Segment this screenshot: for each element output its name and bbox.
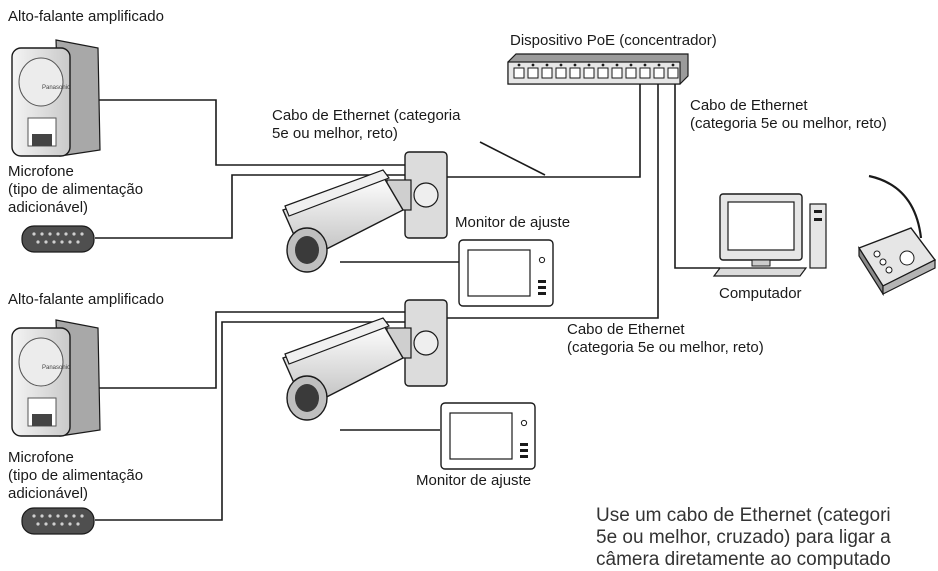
computer-label: Computador — [719, 285, 802, 302]
speaker-brand-top: Panasonic — [42, 85, 70, 91]
speaker-brand-bottom: Panasonic — [42, 365, 70, 371]
setup-monitor-label-top: Monitor de ajuste — [455, 214, 571, 231]
speaker-icon — [11, 319, 101, 437]
monitor-icon — [458, 239, 554, 307]
ethernet-label-1-leader — [479, 141, 546, 176]
poe-hub-icon — [507, 53, 689, 85]
speaker-label-bottom: Alto-falante amplificado — [8, 291, 164, 308]
connection-lines — [90, 80, 720, 521]
speaker-label-top: Alto-falante amplificado — [8, 8, 164, 25]
mic-top-cable — [95, 174, 410, 239]
speaker-bottom-cable — [90, 311, 410, 389]
monitor-icon — [440, 402, 536, 470]
ethernet-cable-label-3: Cabo de Ethernet (categoria 5e ou melhor… — [567, 321, 764, 356]
ethernet-cable-2 — [674, 80, 720, 269]
desk-microphone-icon — [857, 174, 937, 297]
crossover-cable-note: Use um cabo de Ethernet (categori 5e ou … — [596, 505, 891, 570]
camera-icon — [282, 151, 448, 273]
speaker-icon — [11, 39, 101, 157]
speaker-top-cable — [90, 99, 410, 166]
microphone-label-top: Microfone (tipo de alimentação adicionáv… — [8, 163, 144, 216]
poe-device-label: Dispositivo PoE (concentrador) — [510, 32, 717, 49]
microphone-icon — [21, 507, 95, 535]
microphone-icon — [21, 225, 95, 253]
mic-bottom-cable — [95, 321, 410, 521]
setup-monitor-label-bottom: Monitor de ajuste — [416, 472, 532, 489]
ethernet-cable-1 — [445, 80, 641, 178]
ethernet-cable-label-2: Cabo de Ethernet (categoria 5e ou melhor… — [690, 97, 887, 132]
computer-icon — [712, 193, 827, 277]
camera-icon — [282, 299, 448, 421]
ethernet-cable-3 — [445, 80, 659, 319]
ethernet-cable-label-1: Cabo de Ethernet (categoria 5e ou melhor… — [272, 107, 461, 142]
microphone-label-bottom: Microfone (tipo de alimentação adicionáv… — [8, 449, 144, 502]
